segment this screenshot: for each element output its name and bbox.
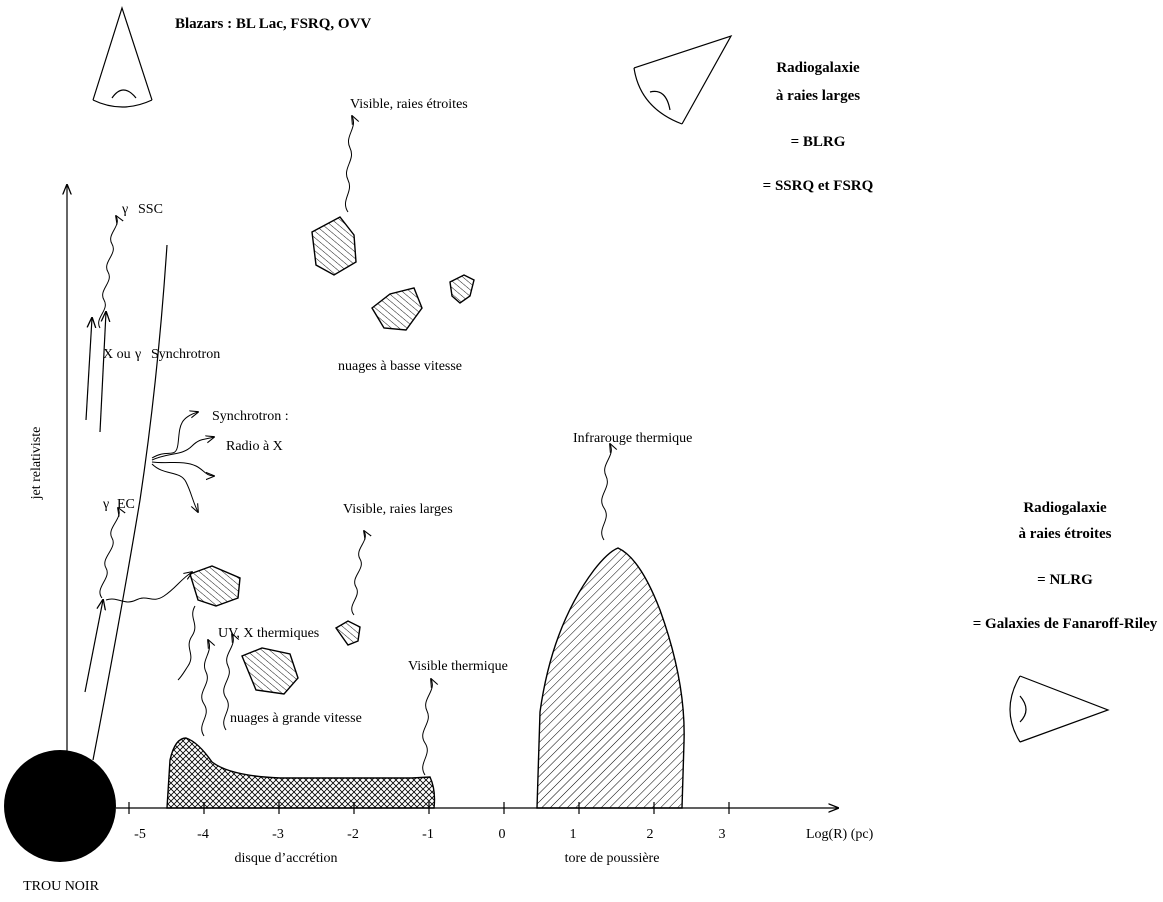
axis-tick-labels: -5 -4 -3 -2 -1 0 1 2 3 bbox=[134, 827, 725, 842]
blazars-label: Blazars : BL Lac, FSRQ, OVV bbox=[175, 16, 371, 32]
axis-ticks bbox=[128, 802, 730, 814]
jet-arrow-1 bbox=[85, 318, 92, 421]
synchrotron-label: Synchrotron bbox=[151, 347, 220, 362]
x-axis-label: Log(R) (pc) bbox=[806, 827, 874, 842]
tick-label: 2 bbox=[647, 827, 654, 842]
nlrg-equals-1: = NLRG bbox=[1037, 572, 1093, 588]
uv-disk-wave-2 bbox=[223, 634, 234, 731]
ec-seed-photon-wave bbox=[105, 572, 192, 603]
tick-label: -1 bbox=[422, 827, 434, 842]
tick-label: -2 bbox=[347, 827, 359, 842]
accretion-disk-label: disque d’accrétion bbox=[234, 851, 337, 866]
infrared-label: Infrarouge thermique bbox=[573, 431, 692, 446]
narrow-line-cloud-3 bbox=[449, 274, 475, 304]
synchrotron-wave-3 bbox=[151, 461, 214, 476]
synchrotron-wave-2 bbox=[151, 437, 214, 461]
low-speed-clouds-label: nuages à basse vitesse bbox=[338, 359, 462, 374]
tick-label: 1 bbox=[570, 827, 577, 842]
blrg-equals-1: = BLRG bbox=[791, 134, 846, 150]
gamma-ssc-symbol: γ bbox=[121, 202, 128, 217]
nlrg-title-line1: Radiogalaxie bbox=[1023, 500, 1107, 516]
synchrotron-radio-label-1: Synchrotron : bbox=[212, 409, 289, 424]
synchrotron-wave-4 bbox=[151, 463, 198, 512]
blrg-equals-2: = SSRQ et FSRQ bbox=[763, 178, 874, 194]
tick-label: 3 bbox=[719, 827, 726, 842]
jet-arrow-2 bbox=[99, 312, 106, 433]
blrg-title-line2: à raies larges bbox=[776, 88, 860, 104]
infrared-wave bbox=[601, 444, 612, 541]
visible-thermal-wave bbox=[422, 679, 433, 776]
gamma-ec-symbol: γ bbox=[102, 497, 109, 512]
tick-label: -5 bbox=[134, 827, 146, 842]
dust-torus bbox=[536, 547, 685, 809]
black-hole-label: TROU NOIR bbox=[23, 879, 99, 894]
visible-broad-label: Visible, raies larges bbox=[343, 502, 453, 517]
ssc-label: SSC bbox=[138, 202, 163, 217]
black-hole bbox=[4, 750, 116, 862]
synchrotron-wave-1 bbox=[151, 412, 198, 459]
uv-cloud-wave bbox=[177, 605, 196, 681]
eye-icon-nlrg bbox=[1009, 675, 1110, 743]
accretion-disk bbox=[166, 737, 436, 809]
jet-axis-label: jet relativiste bbox=[29, 427, 44, 501]
x-ou-label: X ou bbox=[103, 347, 131, 362]
eye-icon-blrg bbox=[633, 34, 733, 125]
tick-label: -3 bbox=[272, 827, 284, 842]
ec-label: EC bbox=[117, 497, 135, 512]
gamma-synchrotron-symbol: γ bbox=[134, 347, 141, 362]
jet-arrow-3 bbox=[84, 600, 103, 693]
synchrotron-radio-label-2: Radio à X bbox=[226, 439, 283, 454]
visible-thermal-label: Visible thermique bbox=[408, 659, 508, 674]
broad-line-cloud-3 bbox=[241, 647, 299, 695]
nlrg-title-line2: à raies étroites bbox=[1018, 526, 1111, 542]
ec-emission-wave bbox=[99, 508, 119, 599]
visible-broad-wave bbox=[351, 531, 366, 616]
visible-narrow-label: Visible, raies étroites bbox=[350, 97, 468, 112]
tick-label: 0 bbox=[499, 827, 506, 842]
dust-torus-label: tore de poussière bbox=[565, 851, 660, 866]
narrow-line-cloud-2 bbox=[371, 287, 423, 331]
broad-line-cloud-1 bbox=[189, 565, 241, 607]
blrg-title-line1: Radiogalaxie bbox=[776, 60, 860, 76]
nlrg-equals-2: = Galaxies de Fanaroff-Riley bbox=[973, 616, 1158, 632]
jet-boundary bbox=[92, 244, 168, 761]
broad-line-cloud-2 bbox=[334, 620, 361, 646]
ssc-emission-wave bbox=[98, 216, 118, 329]
uv-x-label: UV, X thermiques bbox=[218, 626, 319, 641]
uv-disk-wave-1 bbox=[201, 640, 210, 737]
eye-icon-top bbox=[92, 6, 153, 108]
narrow-line-cloud-1 bbox=[311, 216, 357, 276]
visible-narrow-wave bbox=[344, 116, 353, 213]
tick-label: -4 bbox=[197, 827, 209, 842]
high-speed-clouds-label: nuages à grande vitesse bbox=[230, 711, 362, 726]
